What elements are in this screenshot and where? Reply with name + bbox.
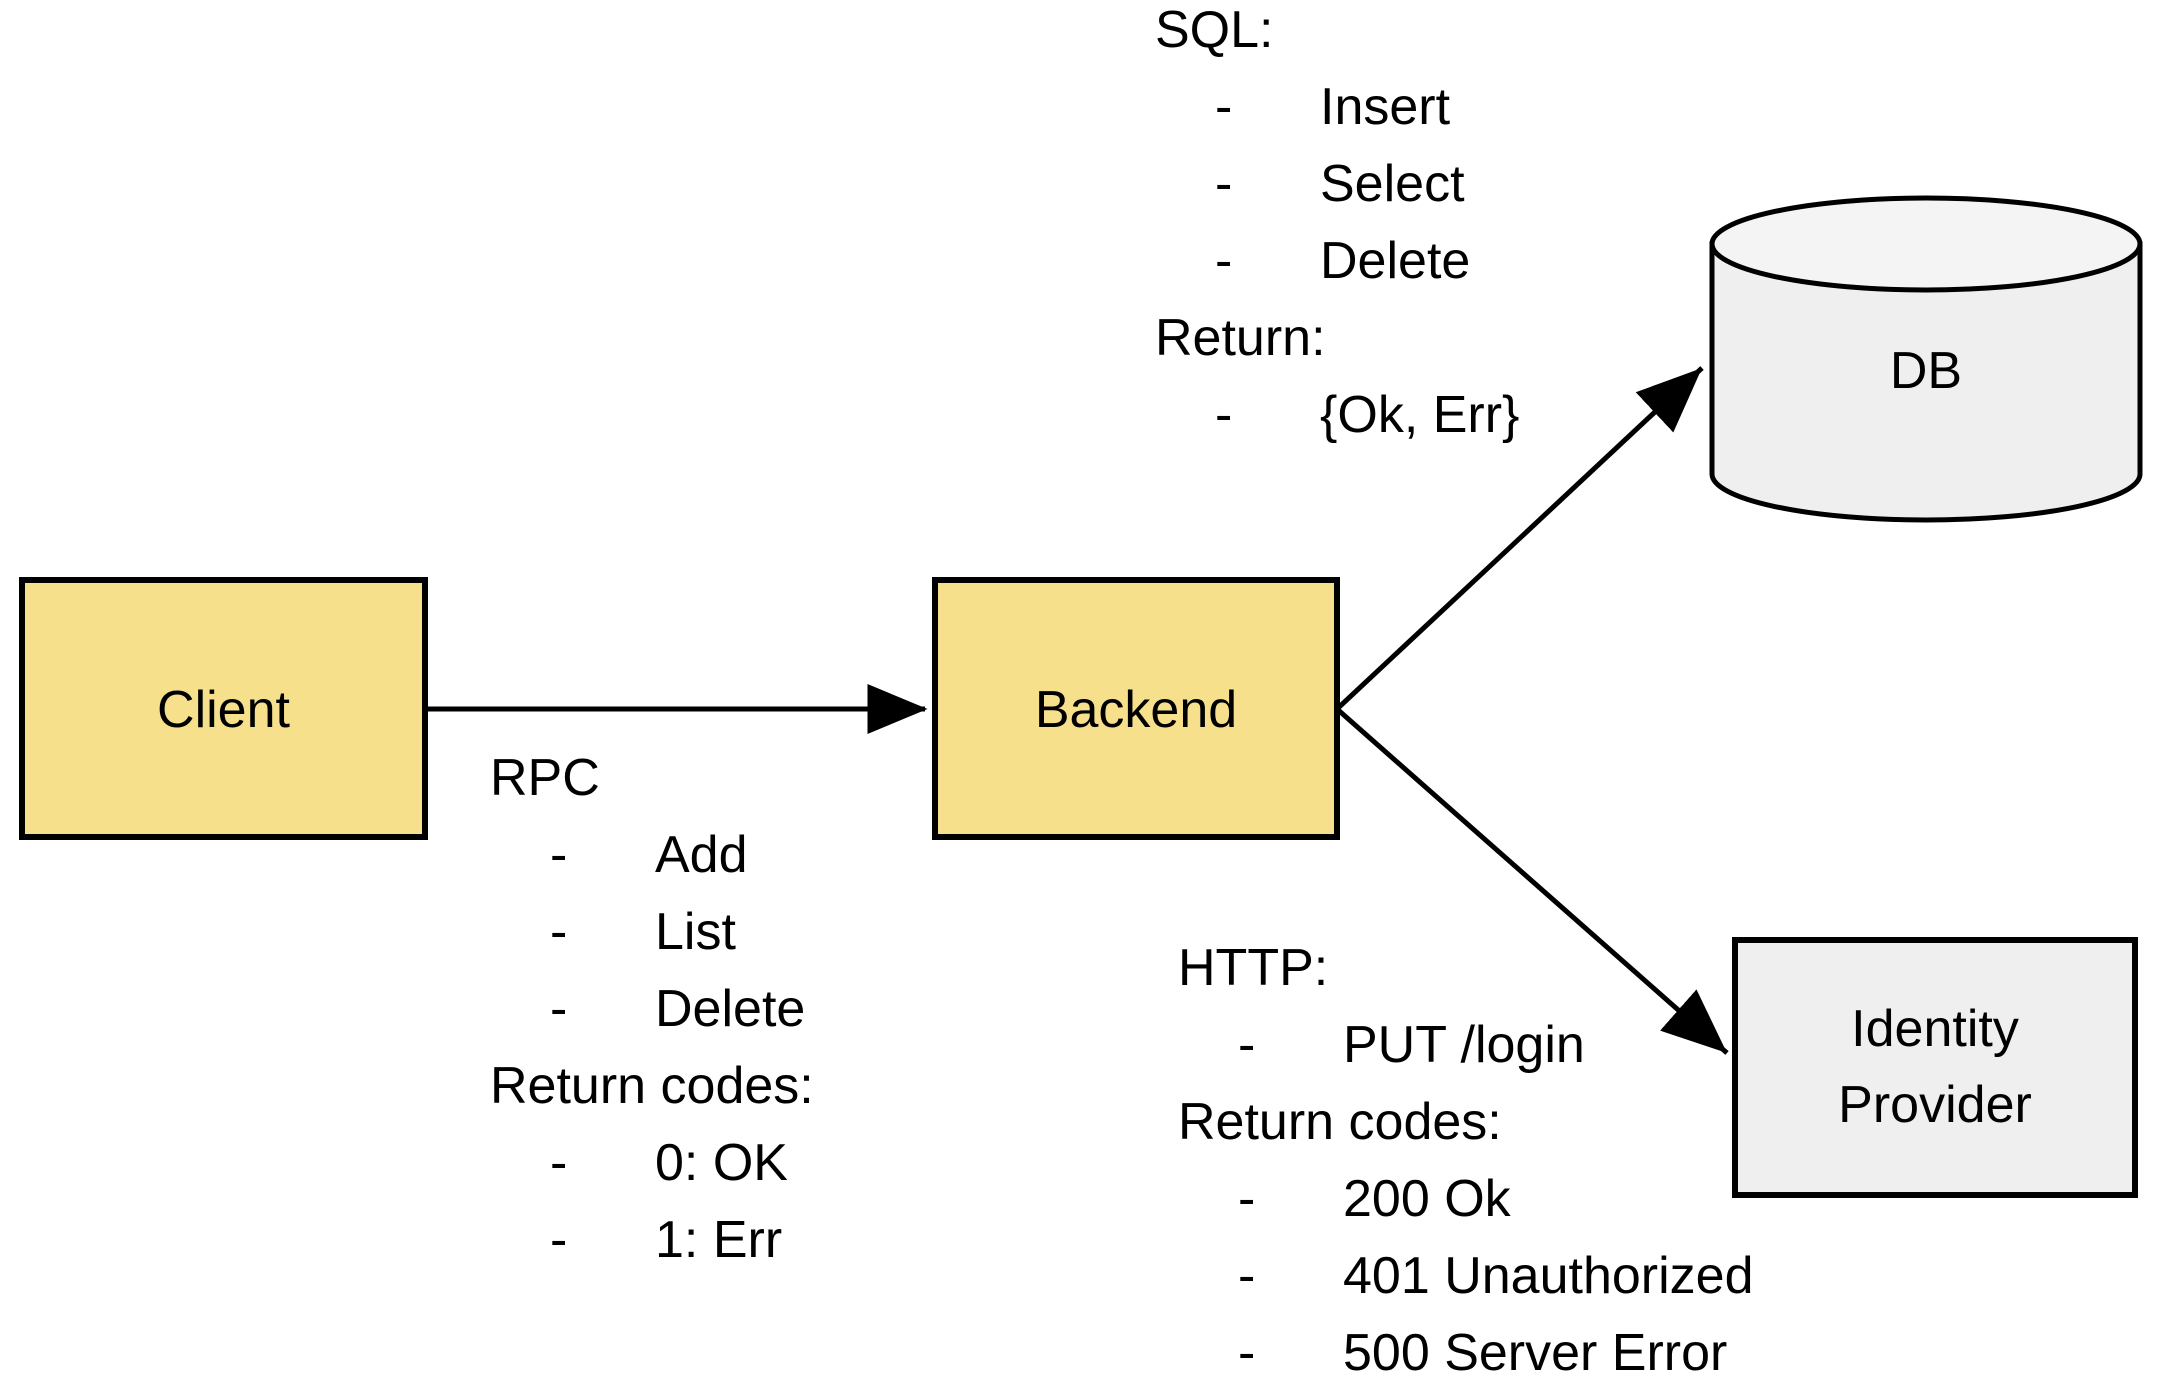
db-label: DB bbox=[1890, 342, 1962, 400]
rpc-method-bullet-1: - bbox=[550, 903, 567, 961]
http-heading: HTTP: bbox=[1178, 939, 1328, 997]
sql-return-bullet-0: - bbox=[1215, 386, 1232, 444]
rpc-method-bullet-0: - bbox=[550, 826, 567, 884]
rpc-method-0: Add bbox=[655, 826, 748, 884]
node-identity-provider[interactable]: Identity Provider bbox=[1732, 937, 2138, 1198]
rpc-return-bullet-1: - bbox=[550, 1211, 567, 1269]
http-return-0: 200 Ok bbox=[1343, 1170, 1512, 1228]
node-backend[interactable]: Backend bbox=[932, 577, 1340, 840]
backend-box[interactable] bbox=[932, 577, 1340, 840]
backend-label: Backend bbox=[1035, 681, 1237, 739]
annotation-rpc: RPC - Add - List - Delete Return codes: … bbox=[490, 749, 814, 1269]
rpc-return-bullet-0: - bbox=[550, 1134, 567, 1192]
node-db[interactable]: DB bbox=[1709, 195, 2143, 523]
sql-returns-heading: Return: bbox=[1155, 309, 1326, 367]
edge-backend-to-idp bbox=[1335, 707, 1729, 1055]
client-box[interactable] bbox=[19, 577, 428, 840]
sql-heading: SQL: bbox=[1155, 1, 1274, 59]
client-label: Client bbox=[157, 681, 290, 739]
http-returns-heading: Return codes: bbox=[1178, 1093, 1502, 1151]
sql-method-bullet-1: - bbox=[1215, 155, 1232, 213]
http-return-2: 500 Server Error bbox=[1343, 1324, 1727, 1382]
db-cylinder-body[interactable] bbox=[1709, 241, 2143, 523]
http-return-bullet-0: - bbox=[1238, 1170, 1255, 1228]
edge-backend-to-db-line bbox=[1335, 366, 1704, 711]
sql-return-0: {Ok, Err} bbox=[1320, 386, 1519, 444]
rpc-return-1: 1: Err bbox=[655, 1211, 782, 1269]
sql-method-1: Select bbox=[1320, 155, 1465, 213]
node-client[interactable]: Client bbox=[19, 577, 428, 840]
db-cylinder-top bbox=[1709, 195, 2143, 293]
http-return-bullet-1: - bbox=[1238, 1247, 1255, 1305]
identity-provider-label-line1: Identity bbox=[1851, 1000, 2019, 1058]
sql-method-bullet-0: - bbox=[1215, 78, 1232, 136]
identity-provider-label-line2: Provider bbox=[1838, 1076, 2032, 1134]
identity-provider-box[interactable] bbox=[1732, 937, 2138, 1198]
rpc-heading: RPC bbox=[490, 749, 600, 807]
http-return-1: 401 Unauthorized bbox=[1343, 1247, 1754, 1305]
sql-method-bullet-2: - bbox=[1215, 232, 1232, 290]
http-return-bullet-2: - bbox=[1238, 1324, 1255, 1382]
edge-backend-to-db bbox=[1335, 366, 1704, 711]
edge-backend-to-idp-line bbox=[1335, 707, 1729, 1055]
sql-method-0: Insert bbox=[1320, 78, 1451, 136]
rpc-returns-heading: Return codes: bbox=[490, 1057, 814, 1115]
annotation-sql: SQL: - Insert - Select - Delete Return: … bbox=[1155, 1, 1519, 444]
annotation-http: HTTP: - PUT /login Return codes: - 200 O… bbox=[1178, 939, 1754, 1382]
rpc-return-0: 0: OK bbox=[655, 1134, 788, 1192]
rpc-method-bullet-2: - bbox=[550, 980, 567, 1038]
http-method-0: PUT /login bbox=[1343, 1016, 1585, 1074]
rpc-method-2: Delete bbox=[655, 980, 805, 1038]
rpc-method-1: List bbox=[655, 903, 736, 961]
http-method-bullet-0: - bbox=[1238, 1016, 1255, 1074]
sql-method-2: Delete bbox=[1320, 232, 1470, 290]
